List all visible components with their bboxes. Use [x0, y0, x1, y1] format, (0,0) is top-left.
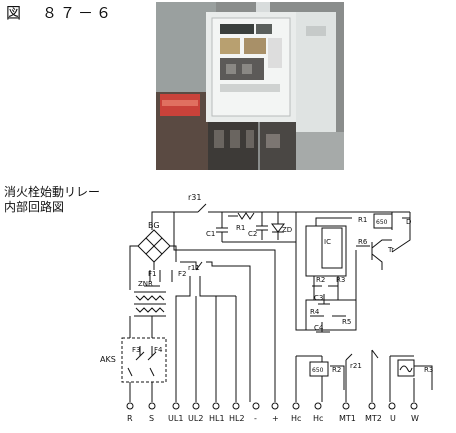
label-r1-right: R1 — [358, 216, 367, 224]
terminal-circles — [126, 402, 418, 410]
terminal-label-hc-1: Hc — [291, 414, 301, 423]
label-r3: R3 — [336, 276, 345, 284]
terminal-s — [148, 402, 156, 410]
terminal-minus — [252, 402, 260, 410]
terminal-hl2 — [232, 402, 240, 410]
terminal-ul2 — [192, 402, 200, 410]
photo-illustration — [156, 2, 344, 170]
label-r4: R4 — [310, 308, 320, 316]
terminal-label-ul1: UL1 — [168, 414, 183, 423]
relay-cabinet-photo — [156, 2, 344, 170]
label-r2-bottom: R2 — [332, 366, 341, 374]
wiring — [121, 203, 433, 402]
terminal-label-plus: + — [272, 414, 279, 423]
terminal-w — [410, 402, 418, 410]
terminal-label-s: S — [149, 414, 154, 423]
label-aks: AKS — [100, 355, 116, 364]
terminal-ul1 — [172, 402, 180, 410]
label-c4: C4 — [314, 324, 324, 332]
label-f4: F4 — [154, 346, 163, 354]
terminal-r — [126, 402, 134, 410]
label-650-bottom: 650 — [312, 367, 324, 374]
motor-symbol — [399, 365, 413, 373]
terminal-mt2 — [368, 402, 376, 410]
ic-chip — [321, 227, 343, 269]
terminal-label-r: R — [127, 414, 133, 423]
terminal-mt1 — [342, 402, 350, 410]
terminal-label-minus: - — [254, 414, 257, 423]
relay-650-top-box — [373, 213, 393, 229]
label-c1: C1 — [206, 230, 215, 238]
label-tr: Tr — [387, 246, 394, 254]
label-c2: C2 — [248, 230, 257, 238]
label-f1: F1 — [148, 270, 156, 278]
caption-title-line-2: 内部回路図 — [4, 200, 65, 214]
component-boxes — [305, 213, 415, 377]
label-r5: R5 — [342, 318, 351, 326]
terminal-hc-1 — [292, 402, 300, 410]
label-zd: ZD — [282, 226, 292, 234]
terminal-labels: R S UL1 UL2 HL1 HL2 - + Hc Hc MT1 MT2 U … — [127, 414, 419, 423]
label-ic: IC — [324, 238, 331, 246]
terminal-u — [388, 402, 396, 410]
terminal-hc-2 — [314, 402, 322, 410]
relay-650-bottom-box — [309, 361, 329, 377]
label-c3: C3 — [314, 294, 323, 302]
caption-title-line-1: 消火栓始動リレー — [4, 185, 101, 199]
label-r1-top: R1 — [236, 224, 245, 232]
component-labels: r31 BG F1 F2 r11 ZNR AKS F3 F4 R1 C1 C2 … — [100, 193, 433, 374]
label-f3: F3 — [132, 346, 140, 354]
terminal-label-ul2: UL2 — [188, 414, 203, 423]
terminal-label-mt2: MT2 — [365, 414, 382, 423]
label-r6: R6 — [358, 238, 368, 246]
label-r21: r21 — [350, 362, 362, 370]
label-d: D — [406, 218, 411, 226]
timer-network-box — [305, 299, 357, 331]
terminal-label-mt1: MT1 — [339, 414, 356, 423]
label-bg: BG — [148, 221, 160, 230]
figure-number: 図 ８７－６ — [6, 4, 115, 22]
label-r31: r31 — [188, 193, 201, 202]
terminal-plus — [271, 402, 279, 410]
label-r11: r11 — [188, 264, 200, 272]
terminal-hl1 — [212, 402, 220, 410]
terminal-label-w: W — [411, 414, 419, 423]
terminal-label-hl2: HL2 — [229, 414, 245, 423]
label-650-top: 650 — [376, 219, 388, 226]
label-znr: ZNR — [138, 280, 153, 288]
label-r3-bottom: R3 — [424, 366, 433, 374]
label-r2: R2 — [316, 276, 325, 284]
terminal-label-hl1: HL1 — [209, 414, 225, 423]
terminal-label-u: U — [390, 414, 396, 423]
terminal-label-hc-2: Hc — [313, 414, 323, 423]
label-f2: F2 — [178, 270, 186, 278]
